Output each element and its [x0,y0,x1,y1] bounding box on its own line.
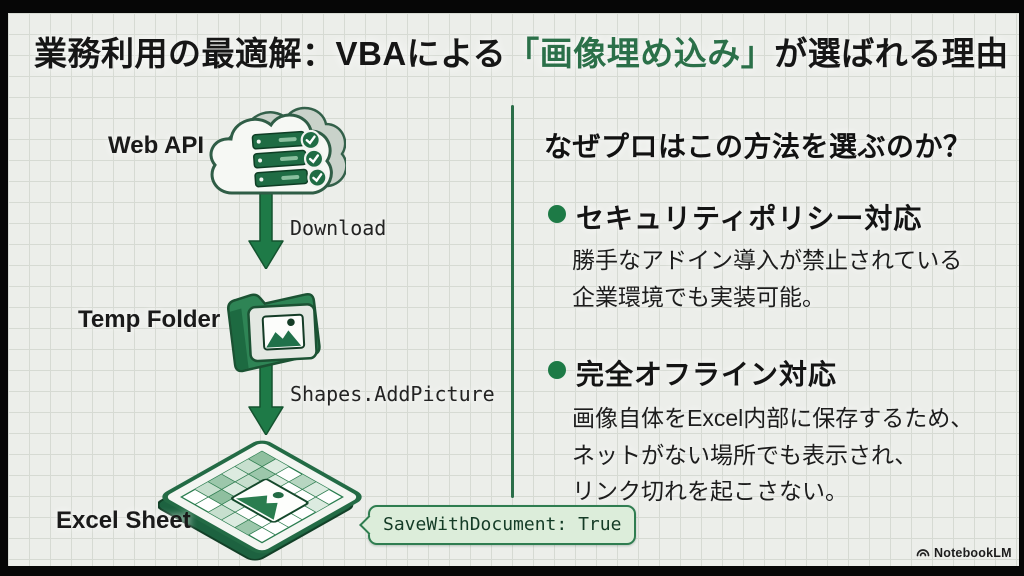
arrow-label-addpicture: Shapes.AddPicture [290,382,495,406]
bullet-title-offline: 完全オフライン対応 [576,359,838,390]
page-title: 業務利用の最適解：VBAによる「画像埋め込み」が選ばれる理由 [34,27,1008,75]
vertical-divider [511,105,514,498]
notebooklm-logo-icon [916,549,930,557]
bullet-dot-icon [548,205,566,223]
bullet-body-security: 勝手なアドイン導入が禁止されている 企業環境でも実装可能。 [572,242,962,315]
bullet-body-line: ネットがない場所でも表示され、 [572,441,918,468]
cloud-server-icon [209,106,346,195]
slide: 業務利用の最適解：VBAによる「画像埋め込み」が選ばれる理由 [8,13,1019,566]
bullet-body-line: 画像自体をExcel内部に保存するため、 [572,405,974,431]
brand: NotebookLM [916,546,1012,560]
bullet-body-line: 企業環境でも実装可能。 [572,283,825,310]
spreadsheet-image-icon [158,440,362,561]
bullet-dot-icon [548,361,566,379]
node-label-temp-folder: Temp Folder [78,306,221,333]
bullet-body-line: リンク切れを起こさない。 [572,478,848,504]
title-part1: 業務利用の最適解：VBAによる [34,35,507,72]
brand-text: NotebookLM [934,546,1012,560]
bullet-title-security: セキュリティポリシー対応 [576,203,923,234]
title-part2: が選ばれる理由 [774,35,1009,72]
bullet-body-offline: 画像自体をExcel内部に保存するため、 ネットがない場所でも表示され、 リンク… [572,400,973,510]
node-label-excel-sheet: Excel Sheet [56,507,191,534]
save-with-document-tag: SaveWithDocument: True [368,505,637,545]
panel-heading: なぜプロはこの方法を選ぶのか？ [544,131,972,162]
arrow-label-download: Download [290,216,387,240]
folder-image-icon [227,292,321,373]
node-label-web-api: Web API [108,132,205,159]
bullet-body-line: 勝手なアドイン導入が禁止されている [572,247,963,273]
title-highlight: 「画像埋め込み」 [506,35,775,72]
